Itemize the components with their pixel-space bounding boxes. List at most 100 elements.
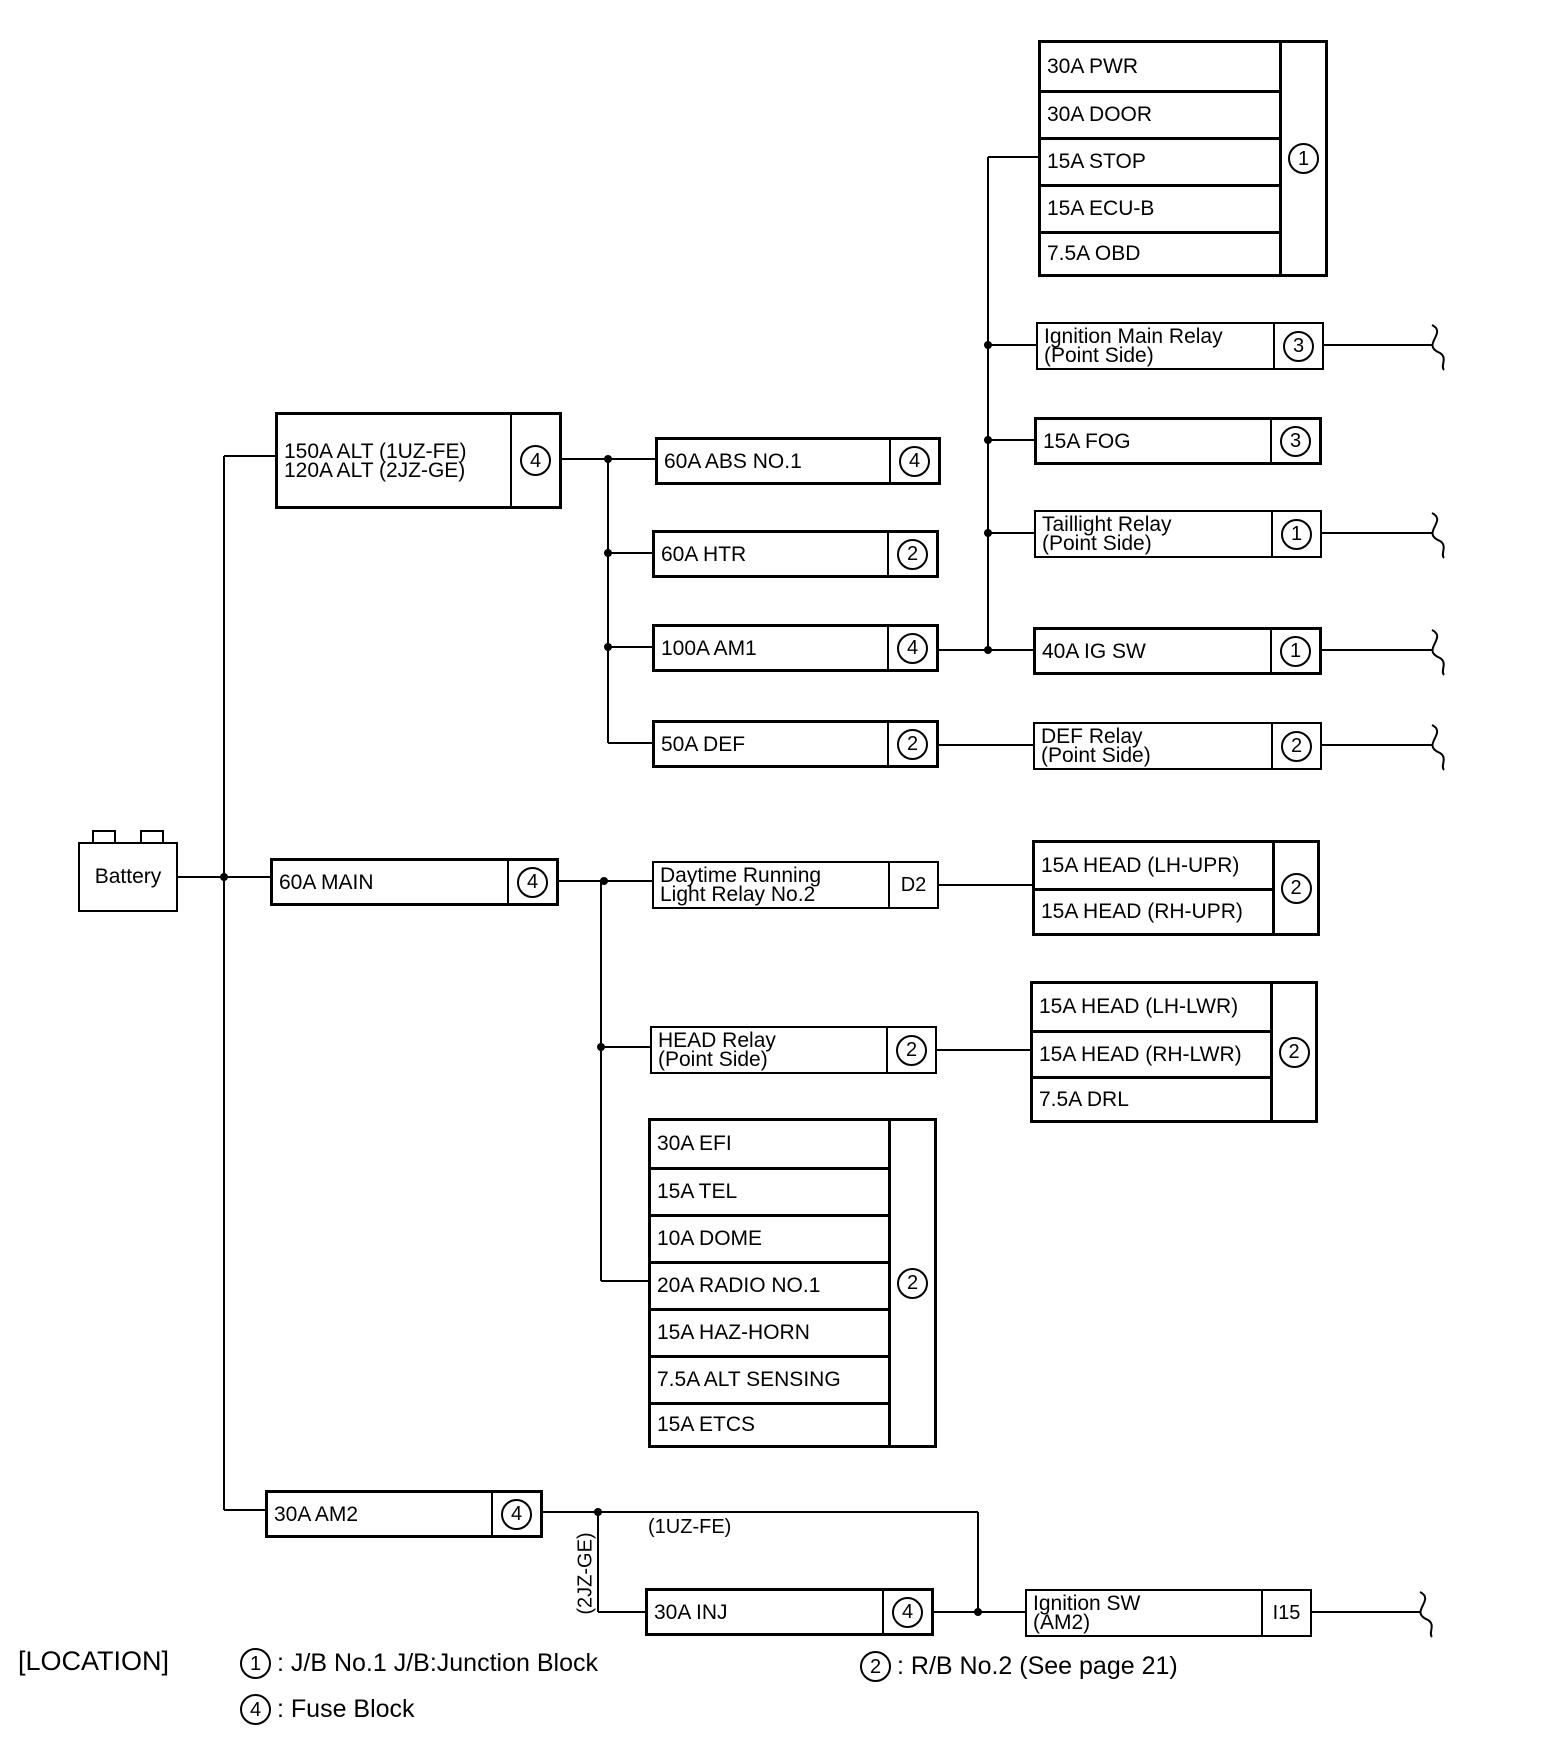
fuse-alt: 150A ALT (1UZ-FE) 120A ALT (2JZ-GE) 4 [275,412,562,509]
fuse-head-lh-lwr-label: 15A HEAD (LH-LWR) [1039,995,1239,1018]
fuse-obd: 7.5A OBD [1041,231,1282,274]
fuse-head-rh-upr-label: 15A HEAD (RH-UPR) [1041,900,1243,923]
fuse-etcs: 15A ETCS [651,1402,891,1445]
fuse-head-lh-lwr: 15A HEAD (LH-LWR) [1033,984,1273,1030]
location-marker: 4 [520,445,551,476]
fuse-stop: 15A STOP [1041,137,1282,184]
legend-item-jb1: 1 : J/B No.1 J/B:Junction Block [240,1648,598,1679]
fuse-drl-label: 7.5A DRL [1039,1087,1129,1111]
fuse-head-lh-upr: 15A HEAD (LH-UPR) [1035,843,1275,888]
fuse-htr-line-1: 60A HTR [661,542,747,566]
head-relay-line-1: HEAD Relay [658,1029,776,1052]
location-marker: 2 [897,538,928,570]
fuse-head-rh-lwr: 15A HEAD (RH-LWR) [1033,1030,1273,1076]
junction-dot [597,1043,605,1051]
drl-relay-location: D2 [888,863,937,907]
fuse-tel: 15A TEL [651,1167,891,1214]
efi-fuse-group: 30A EFI 15A TEL 10A DOME 20A RADIO NO.1 … [648,1118,937,1448]
head-relay: HEAD Relay (Point Side) 2 [650,1026,937,1074]
drl-relay-line-1: Daytime Running [660,864,822,887]
drl-relay-line-2: Light Relay No.2 [660,883,816,906]
efi-fuse-group-location: 2 [888,1121,934,1445]
fuse-alt-line-2: 120A ALT (2JZ-GE) [284,458,466,482]
fuse-alt-location: 4 [510,415,559,506]
fuse-fog-line-1: 15A FOG [1043,429,1131,453]
fuse-am2-location: 4 [491,1493,540,1535]
location-marker: 2 [897,1267,928,1299]
fuse-htr: 60A HTR 2 [652,530,939,578]
fuse-def: 50A DEF 2 [652,720,939,768]
wire-label-1uz-fe: (1UZ-FE) [648,1516,732,1538]
junction-dot [984,341,992,349]
ignition-main-relay-label: Ignition Main Relay (Point Side) [1044,324,1223,368]
wire-end [1431,324,1445,371]
location-marker: 4 [892,1596,923,1628]
ignition-main-relay: Ignition Main Relay (Point Side) 3 [1036,322,1324,370]
fuse-radio: 20A RADIO NO.1 [651,1261,891,1308]
battery-terminal-neg [92,830,116,842]
fuse-ig-sw-location: 1 [1270,630,1319,672]
drl-relay: Daytime Running Light Relay No.2 D2 [652,861,939,909]
location-marker: 4 [897,632,928,664]
fuse-fog-location: 3 [1270,420,1319,462]
location-marker: 4 [501,1498,532,1530]
legend-item-fuse-block-text: : Fuse Block [277,1695,415,1723]
taillight-relay-line-1: Taillight Relay [1042,513,1172,536]
taillight-relay-label: Taillight Relay (Point Side) [1042,512,1172,556]
ignition-switch-label: Ignition SW (AM2) [1033,1591,1140,1635]
location-marker: 3 [1280,425,1311,457]
location-title: [LOCATION] [18,1646,170,1676]
fuse-ecu-b-label: 15A ECU-B [1047,197,1155,220]
def-relay-line-1: DEF Relay [1041,725,1143,748]
fuse-radio-label: 20A RADIO NO.1 [657,1274,821,1297]
junction-dot [220,873,228,881]
ignition-main-relay-line-2: (Point Side) [1044,344,1154,367]
fuse-htr-label: 60A HTR [661,533,746,575]
fuse-am1: 100A AM1 4 [652,624,939,672]
legend-item-jb1-text: : J/B No.1 J/B:Junction Block [277,1649,598,1677]
head-relay-location: 2 [886,1028,935,1072]
junction-dot [604,455,612,463]
fuse-am2: 30A AM2 4 [265,1490,543,1538]
def-relay-line-2: (Point Side) [1041,744,1151,767]
fuse-inj-line-1: 30A INJ [654,1600,728,1624]
fuse-alt-label: 150A ALT (1UZ-FE) 120A ALT (2JZ-GE) [284,415,466,506]
location-marker: 1 [1288,143,1319,174]
location-marker: 4 [517,866,548,898]
fuse-htr-location: 2 [887,533,936,575]
fuse-inj-label: 30A INJ [654,1591,728,1633]
fuse-tel-label: 15A TEL [657,1180,738,1203]
def-relay: DEF Relay (Point Side) 2 [1033,722,1322,770]
fuse-dome-label: 10A DOME [657,1227,763,1250]
ignition-switch-location: I15 [1261,1591,1310,1635]
fuse-dome: 10A DOME [651,1214,891,1261]
fuse-ig-sw-line-1: 40A IG SW [1042,639,1146,663]
drl-relay-label: Daytime Running Light Relay No.2 [660,863,821,907]
battery-terminal-pos [140,830,164,842]
fuse-alt-sensing-label: 7.5A ALT SENSING [657,1368,841,1391]
location-marker: 2 [897,728,928,760]
ignition-main-relay-location: 3 [1273,324,1322,368]
fuse-obd-label: 7.5A OBD [1047,242,1141,265]
junction-dot [984,646,992,654]
junction-dot [604,549,612,557]
fuse-abs-line-1: 60A ABS NO.1 [664,449,802,473]
jb1-fuse-group: 30A PWR 30A DOOR 15A STOP 15A ECU-B 7.5A… [1038,40,1328,277]
location-marker: 2 [896,1034,927,1066]
wire-end [1419,1591,1433,1638]
junction-dot [594,1508,602,1516]
taillight-relay: Taillight Relay (Point Side) 1 [1034,510,1322,558]
fuse-main-label: 60A MAIN [279,861,374,903]
taillight-relay-location: 1 [1271,512,1320,556]
fuse-def-line-1: 50A DEF [661,732,746,756]
location-marker: 4 [899,445,930,477]
head-upr-fuse-group: 15A HEAD (LH-UPR) 15A HEAD (RH-UPR) 2 [1032,840,1320,936]
location-marker: 2 [1280,872,1312,904]
location-marker: 2 [1281,730,1312,762]
fuse-alt-sensing: 7.5A ALT SENSING [651,1355,891,1402]
fuse-stop-label: 15A STOP [1047,150,1146,173]
head-lwr-fuse-group: 15A HEAD (LH-LWR) 15A HEAD (RH-LWR) 7.5A… [1030,981,1318,1123]
fuse-efi-label: 30A EFI [657,1132,732,1155]
battery-label: Battery [94,865,162,888]
